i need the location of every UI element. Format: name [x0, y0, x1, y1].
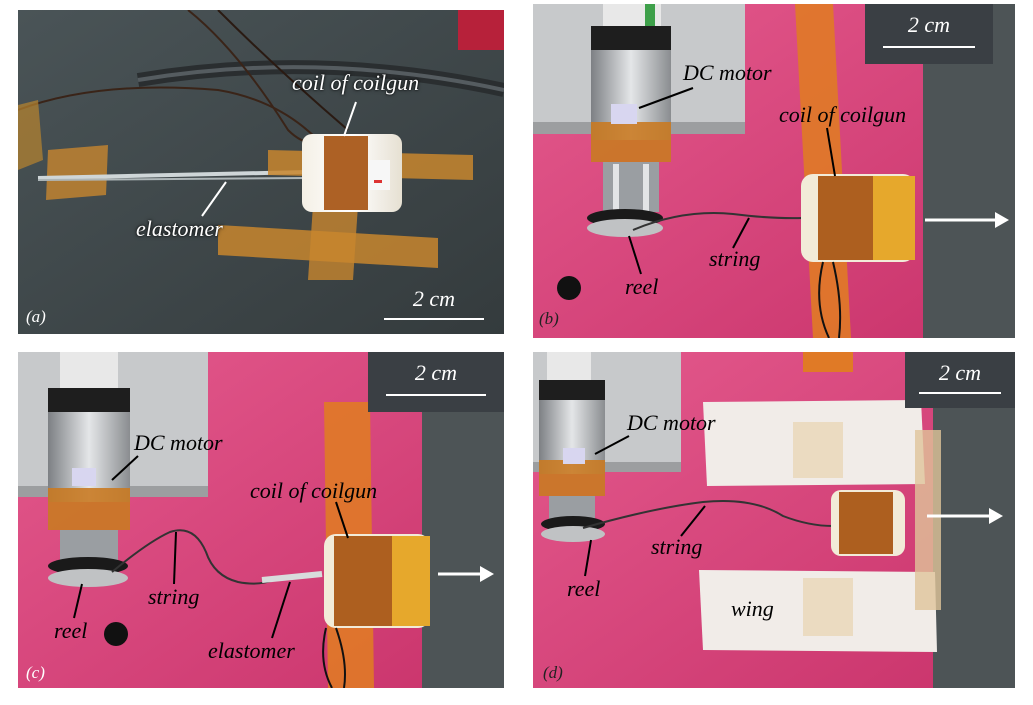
panel-label-b: (b)	[539, 309, 559, 328]
label-motor-b: DC motor	[683, 60, 772, 85]
label-string-d: string	[651, 534, 703, 559]
scale-bar-text-d: 2 cm	[938, 360, 982, 385]
label-reel-c: reel	[54, 618, 88, 643]
label-coil-a: coil of coilgun	[292, 70, 420, 95]
panel-a: coil of coilgun elastomer (a) 2 cm	[18, 10, 504, 334]
panel-c-photo	[18, 352, 504, 688]
panel-label-c: (c)	[26, 663, 45, 682]
leader-lines-d	[584, 435, 1003, 577]
label-elastomer-a: elastomer	[136, 216, 223, 241]
scale-bar-text-b: 2 cm	[907, 12, 951, 37]
scale-bar-c: 2 cm	[368, 352, 504, 412]
scale-bar-d: 2 cm	[905, 352, 1015, 408]
label-motor-d: DC motor	[627, 410, 716, 435]
label-reel-d: reel	[567, 576, 601, 601]
leader-lines-c	[73, 455, 494, 639]
leader-lines-b	[628, 87, 1009, 275]
panel-label-a: (a)	[26, 307, 46, 326]
scale-bar-line-c	[386, 394, 486, 396]
label-elastomer-c: elastomer	[208, 638, 295, 663]
scale-bar-line-a	[384, 318, 484, 320]
panel-c: DC motor coil of coilgun reel string ela…	[18, 352, 504, 688]
scale-bar-text-c: 2 cm	[414, 360, 458, 385]
label-wing-d: wing	[731, 596, 774, 621]
label-motor-c: DC motor	[134, 430, 223, 455]
panel-d: DC motor reel string wing (d) 2 cm	[533, 352, 1015, 688]
panel-a-photo	[18, 10, 504, 334]
label-string-b: string	[709, 246, 761, 271]
panel-b-photo	[533, 4, 1015, 338]
label-coil-b: coil of coilgun	[779, 102, 907, 127]
panel-label-d: (d)	[543, 663, 563, 682]
scale-bar-b: 2 cm	[865, 4, 993, 64]
panel-b: DC motor coil of coilgun reel string (b)…	[533, 4, 1015, 338]
scale-bar-a: 2 cm	[384, 286, 484, 320]
label-reel-b: reel	[625, 274, 659, 299]
scale-bar-line-d	[919, 392, 1001, 394]
label-string-c: string	[148, 584, 200, 609]
leader-lines-a	[201, 101, 357, 217]
label-coil-c: coil of coilgun	[250, 478, 378, 503]
panel-d-photo	[533, 352, 1015, 688]
scale-bar-text-a: 2 cm	[412, 286, 456, 311]
scale-bar-line-b	[883, 46, 975, 48]
